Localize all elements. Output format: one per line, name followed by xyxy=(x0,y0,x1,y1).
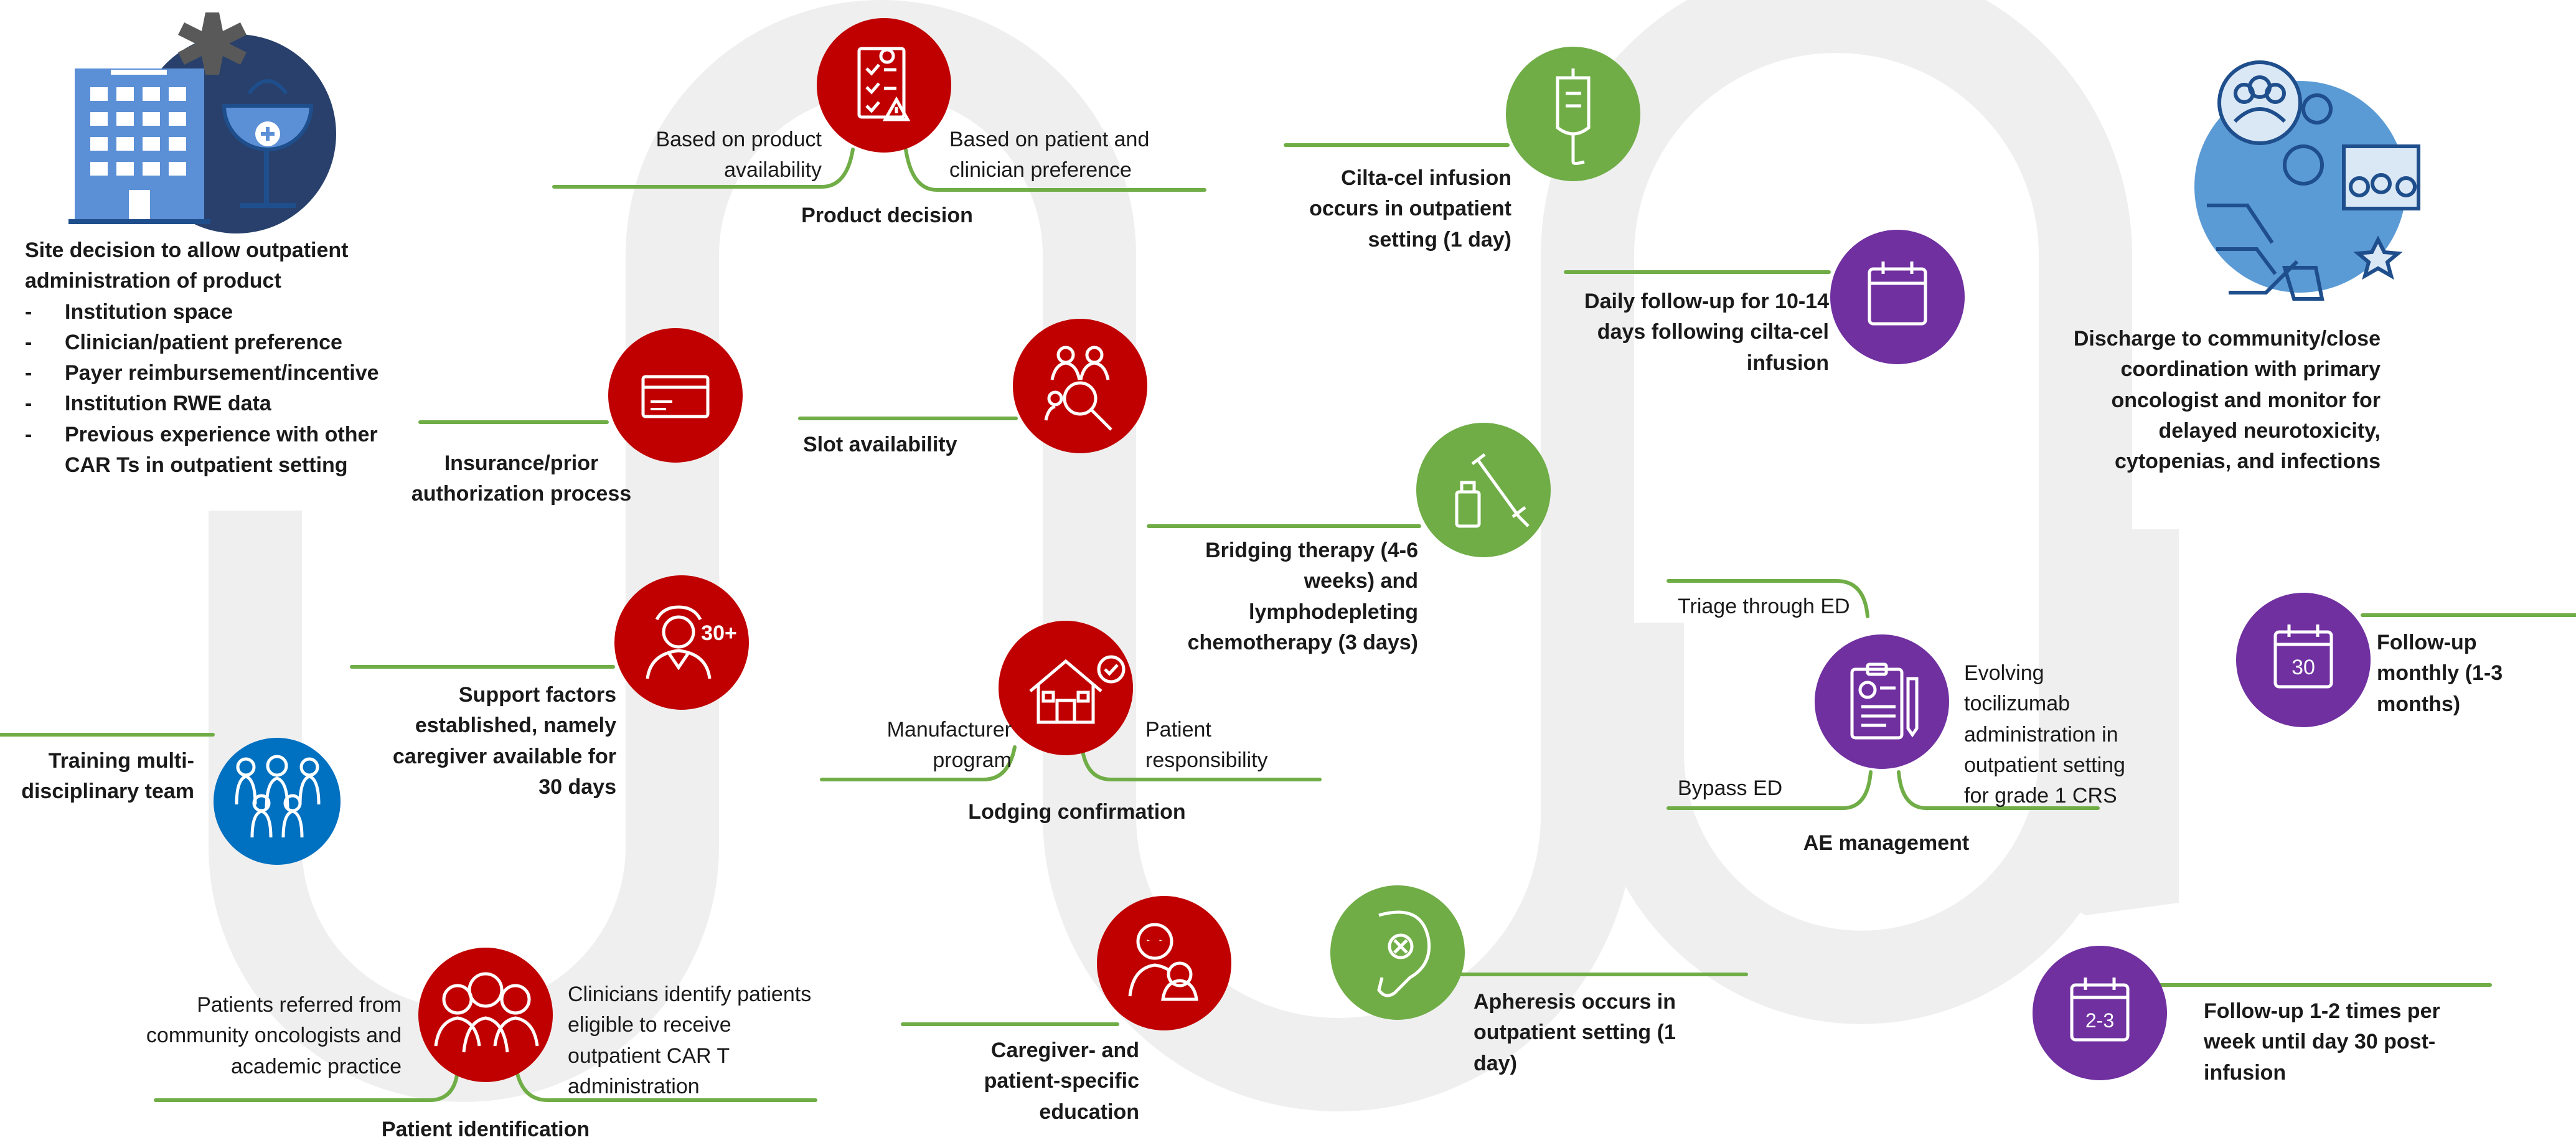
iv-bag-icon xyxy=(1506,47,1640,181)
card-icon xyxy=(608,328,743,463)
patient-identification-right-note: Clinicians identify patients eligible to… xyxy=(568,982,812,1098)
calendar-icon xyxy=(1830,230,1965,364)
slot-availability-label: Slot availability xyxy=(803,433,957,456)
arm-icon xyxy=(1330,885,1465,1020)
path-end-shape xyxy=(2042,529,2179,915)
education-label: Caregiver- and patient-specific educatio… xyxy=(984,1039,1139,1124)
apheresis-label: Apheresis occurs in outpatient setting (… xyxy=(1474,990,1676,1075)
connector-lines xyxy=(0,143,2576,1102)
site-decision-item: Institution space xyxy=(25,297,413,328)
lodging-left-note: Manufacturer program xyxy=(886,718,1012,773)
site-decision-item: Institution RWE data xyxy=(25,389,413,420)
bridging-label: Bridging therapy (4-6 weeks) and lymphod… xyxy=(1187,539,1418,654)
training-team-icon xyxy=(214,738,341,865)
site-decision-item: Previous experience with other CAR Ts in… xyxy=(25,420,413,481)
lodging-right-note: Patient responsibility xyxy=(1145,718,1268,773)
nurse-icon: 30+ xyxy=(614,575,749,710)
patient-identification-left-note: Patients referred from community oncolog… xyxy=(146,993,402,1078)
coordination-icon xyxy=(2194,60,2420,301)
site-decision-item: Payer reimbursement/incentive xyxy=(25,358,413,389)
clipboard-icon xyxy=(1815,634,1949,769)
ae-bypass-note: Bypass ED xyxy=(1678,776,1783,800)
house-check-icon xyxy=(999,621,1133,755)
ae-tocilizumab-note: Evolving tocilizumab administration in o… xyxy=(1964,661,2125,808)
syringe-icon xyxy=(1416,423,1551,557)
site-decision-title: Site decision to allow outpatient admini… xyxy=(25,238,349,293)
checklist-icon xyxy=(817,18,951,153)
site-decision-list: Institution space Clinician/patient pref… xyxy=(25,297,413,481)
site-decision-item: Clinician/patient preference xyxy=(25,327,413,359)
weekly-calendar-badge: 2-3 xyxy=(2085,1009,2114,1032)
product-decision-right-note: Based on patient and clinician preferenc… xyxy=(949,128,1150,182)
calendar-icon: 30 xyxy=(2236,593,2371,727)
infusion-label: Cilta-cel infusion occurs in outpatient … xyxy=(1309,166,1511,252)
insurance-label: Insurance/prior authorization process xyxy=(411,451,632,506)
monthly-calendar-badge: 30 xyxy=(2292,656,2315,679)
daily-followup-label: Daily follow-up for 10-14 days following… xyxy=(1584,290,1829,375)
ae-management-label: AE management xyxy=(1803,831,1970,855)
patient-identification-label: Patient identification xyxy=(381,1118,590,1141)
calendar-icon: 2-3 xyxy=(2033,946,2167,1080)
ae-triage-note: Triage through ED xyxy=(1678,595,1850,618)
discharge-label: Discharge to community/close coordinatio… xyxy=(2073,327,2381,474)
followup-weekly-label: Follow-up 1-2 times per week until day 3… xyxy=(2204,999,2440,1085)
lodging-label: Lodging confirmation xyxy=(968,800,1186,824)
caregiver-icon xyxy=(1097,896,1231,1030)
product-decision-left-note: Based on product availability xyxy=(656,128,822,182)
patient-group-icon xyxy=(418,948,553,1082)
hospital-medical-icon xyxy=(68,12,336,233)
people-search-icon xyxy=(1013,319,1147,453)
followup-monthly-label: Follow-up monthly (1-3 months) xyxy=(2377,631,2503,716)
product-decision-label: Product decision xyxy=(801,204,973,227)
support-factors-label: Support factors established, namely care… xyxy=(392,683,616,799)
site-decision-block: Site decision to allow outpatient admini… xyxy=(25,235,413,481)
serpentine-path xyxy=(209,0,2132,1111)
support-factors-badge: 30+ xyxy=(701,621,737,645)
training-label: Training multi-disciplinary team xyxy=(21,749,194,804)
